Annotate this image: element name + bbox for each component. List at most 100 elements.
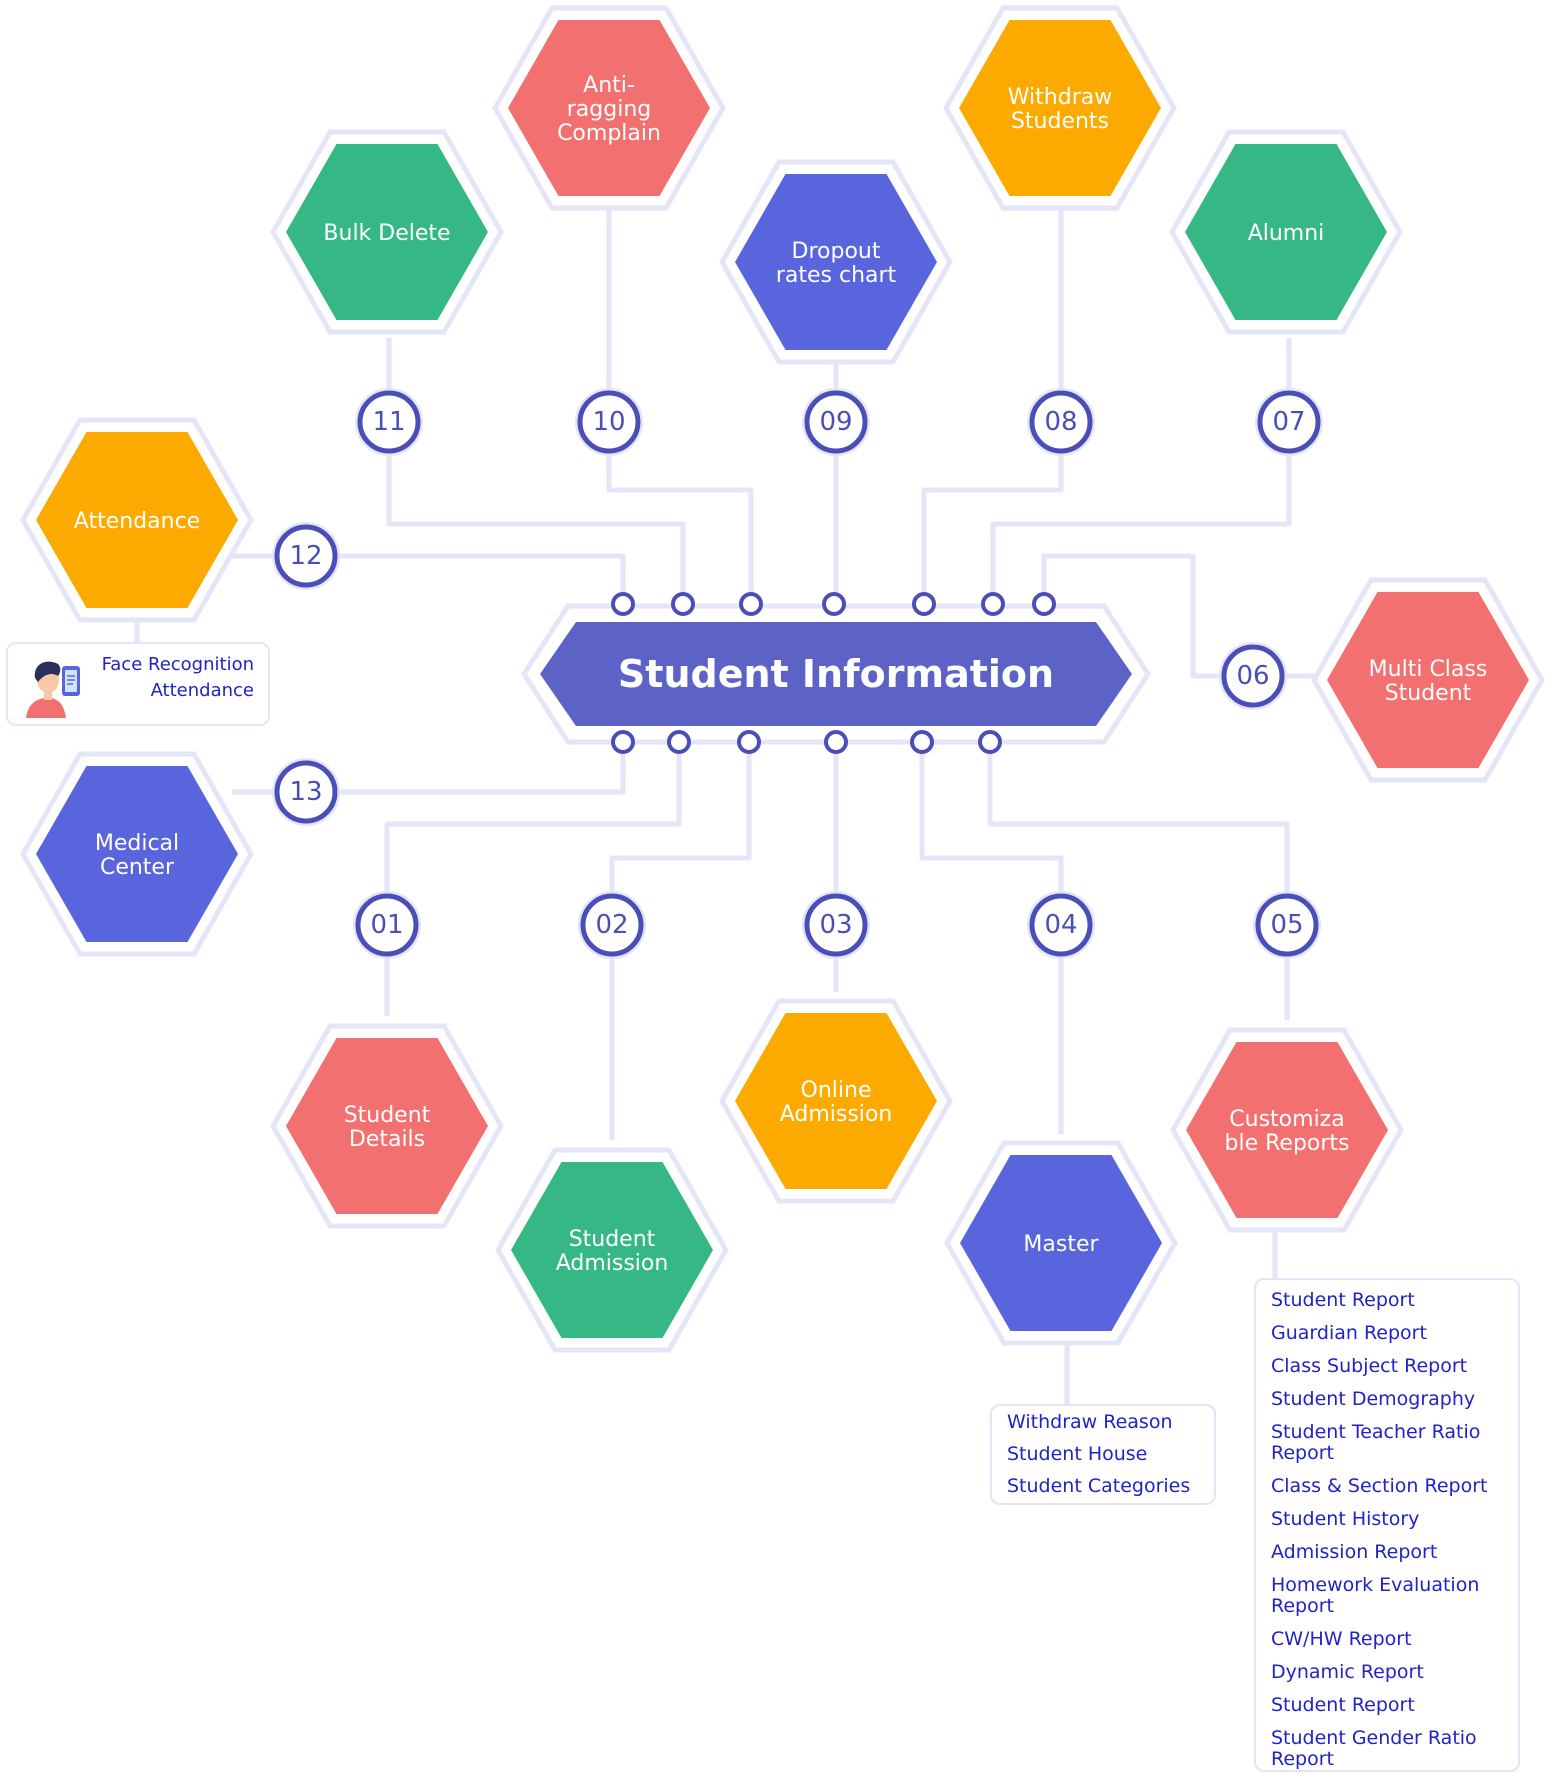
report-item[interactable]: Admission Report [1271, 1541, 1438, 1563]
report-item[interactable]: Student Teacher Ratio Report [1271, 1421, 1481, 1464]
module-label-line: Alumni [1248, 221, 1325, 246]
report-item[interactable]: Student History [1271, 1508, 1420, 1530]
report-item[interactable]: Student Report [1271, 1289, 1415, 1311]
number-node-label: 11 [372, 407, 405, 437]
report-item[interactable]: Class Subject Report [1271, 1355, 1468, 1377]
module-label-line: Medical [95, 831, 179, 856]
module-label-line: Admission [780, 1102, 893, 1127]
number-node-05: 05 [1253, 891, 1321, 959]
connector-line [232, 553, 626, 604]
hexagon-fill [959, 20, 1161, 196]
module-label-line: Student [344, 1103, 431, 1128]
connector-line [384, 742, 682, 1016]
hexagon-fill [735, 174, 937, 350]
connector-line [232, 742, 626, 795]
number-node-label: 06 [1236, 661, 1269, 691]
master-item[interactable]: Student Categories [1007, 1475, 1191, 1497]
banner-port-top [981, 592, 1005, 616]
hexagon-fill [286, 1038, 488, 1214]
module-label-line: rates chart [776, 263, 897, 288]
module-07[interactable]: Alumni [1169, 129, 1403, 335]
face-recognition-line1: Face Recognition [101, 654, 254, 675]
hexagon-fill [511, 1162, 713, 1338]
report-item[interactable]: Student Gender Ratio Report [1271, 1727, 1477, 1770]
connector-line [609, 742, 752, 1140]
connector-line [386, 338, 686, 604]
module-label-line: Student [569, 1227, 656, 1252]
report-item[interactable]: Dynamic Report [1271, 1661, 1424, 1683]
banner-port-top [739, 592, 763, 616]
report-item[interactable]: Student Demography [1271, 1388, 1476, 1410]
module-label-line: Dropout [792, 239, 881, 264]
banner-port-bottom [978, 730, 1002, 754]
connector-line [919, 742, 1064, 1134]
hexagon-fill [508, 20, 710, 196]
banner-port-top [822, 592, 846, 616]
module-label-line: Students [1011, 109, 1109, 134]
master-item[interactable]: Student House [1007, 1443, 1148, 1465]
hexagon-fill [286, 144, 488, 320]
hexagon-fill [1186, 1042, 1388, 1218]
module-label-line: Bulk Delete [323, 221, 450, 246]
number-node-ring [274, 760, 338, 824]
number-node-02: 02 [578, 891, 646, 959]
center-banner-fill [540, 622, 1132, 726]
report-item[interactable]: CW/HW Report [1271, 1628, 1412, 1650]
banner-port-top [611, 592, 635, 616]
number-node-12: 12 [272, 522, 340, 590]
number-node-ring [1255, 893, 1319, 957]
banner-port-bottom [667, 730, 691, 754]
banner-port-bottom [737, 730, 761, 754]
number-node-04: 04 [1027, 891, 1095, 959]
number-node-label: 02 [595, 910, 628, 940]
report-item[interactable]: Guardian Report [1271, 1322, 1427, 1344]
module-label-line: Details [349, 1127, 425, 1152]
number-node-01: 01 [353, 891, 421, 959]
number-node-ring [1257, 390, 1321, 454]
connector-line [990, 338, 1292, 604]
number-node-03: 03 [802, 891, 870, 959]
module-12[interactable]: Attendance [20, 417, 254, 623]
report-item[interactable]: Homework Evaluation Report [1271, 1574, 1480, 1617]
number-node-09: 09 [802, 388, 870, 456]
module-label-line: Online [801, 1078, 872, 1103]
number-node-ring [580, 893, 644, 957]
number-node-label: 08 [1044, 407, 1077, 437]
center-title: Student Information [618, 652, 1054, 696]
banner-port-bottom [910, 730, 934, 754]
number-node-label: 09 [819, 407, 852, 437]
report-item[interactable]: Student Report [1271, 1694, 1415, 1716]
module-label-line: Center [100, 855, 175, 880]
module-11[interactable]: Bulk Delete [270, 129, 504, 335]
face-recognition-box: Face Recognition Attendance [6, 642, 270, 726]
module-04[interactable]: Master [944, 1140, 1178, 1346]
number-node-label: 12 [289, 541, 322, 571]
module-label-line: Anti- [583, 73, 635, 98]
connector-line [921, 210, 1064, 604]
module-label-line: Multi Class [1369, 657, 1488, 682]
connector-line [987, 742, 1290, 1020]
number-node-ring [1029, 893, 1093, 957]
hexagon-fill [1327, 592, 1529, 768]
face-recognition-line2: Attendance [150, 680, 254, 701]
number-node-label: 07 [1272, 407, 1305, 437]
number-node-13: 13 [272, 758, 340, 826]
master-item[interactable]: Withdraw Reason [1007, 1411, 1173, 1433]
hexagon-fill [36, 432, 238, 608]
module-label-line: Complain [557, 121, 661, 146]
report-item[interactable]: Class & Section Report [1271, 1475, 1488, 1497]
number-node-ring [577, 390, 641, 454]
number-node-ring [1029, 390, 1093, 454]
module-label-line: ragging [567, 97, 651, 122]
module-label-line: Attendance [74, 509, 200, 534]
